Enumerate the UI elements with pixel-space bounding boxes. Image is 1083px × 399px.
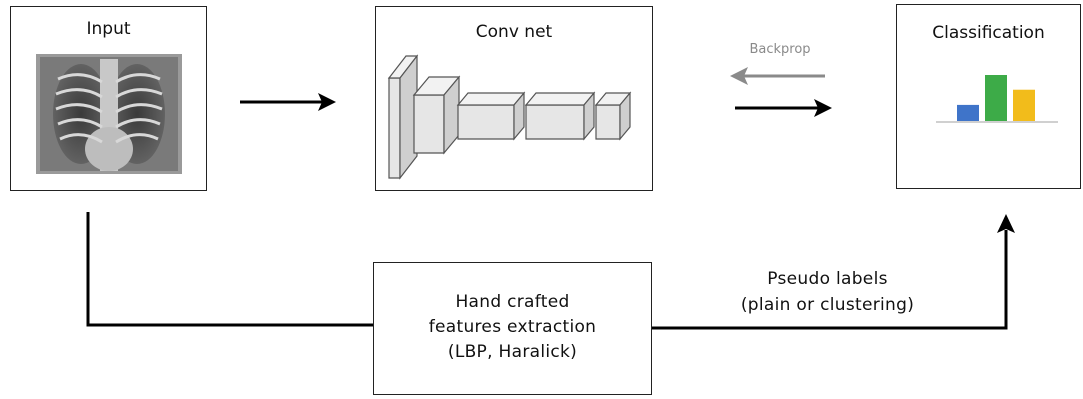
- classification-box: Classification: [896, 4, 1081, 189]
- handcrafted-line-1: Hand crafted: [455, 292, 570, 312]
- input-box: Input: [10, 6, 207, 191]
- arrow-input-to-handcrafted: [86, 212, 373, 327]
- pseudo-labels-line-2: (plain or clustering): [740, 295, 915, 315]
- arrow-convnet-to-classification: [735, 99, 832, 117]
- backprop-label: Backprop: [749, 42, 811, 57]
- handcrafted-features-label: Hand crafted features extraction (LBP, H…: [374, 290, 651, 365]
- chest-xray-image: [36, 54, 182, 174]
- bar-chart-bar: [985, 75, 1007, 121]
- bar-chart-icon: [936, 75, 1058, 123]
- arrow-input-to-convnet: [240, 93, 336, 111]
- handcrafted-line-3: (LBP, Haralick): [447, 342, 578, 362]
- conv-net-title: Conv net: [475, 22, 553, 42]
- bar-chart-bar: [957, 104, 979, 121]
- handcrafted-line-2: features extraction: [428, 317, 597, 337]
- input-title: Input: [86, 19, 131, 39]
- pseudo-labels-label: Pseudo labels (plain or clustering): [690, 266, 965, 318]
- backprop-arrow: [730, 67, 825, 85]
- pseudo-labels-line-1: Pseudo labels: [767, 269, 888, 289]
- bar-chart-bar: [1013, 89, 1035, 121]
- handcrafted-features-box: Hand crafted features extraction (LBP, H…: [373, 262, 652, 395]
- conv-net-box: Conv net: [375, 6, 653, 191]
- conv-net-layers-icon: [387, 54, 632, 180]
- classification-title: Classification: [932, 23, 1045, 43]
